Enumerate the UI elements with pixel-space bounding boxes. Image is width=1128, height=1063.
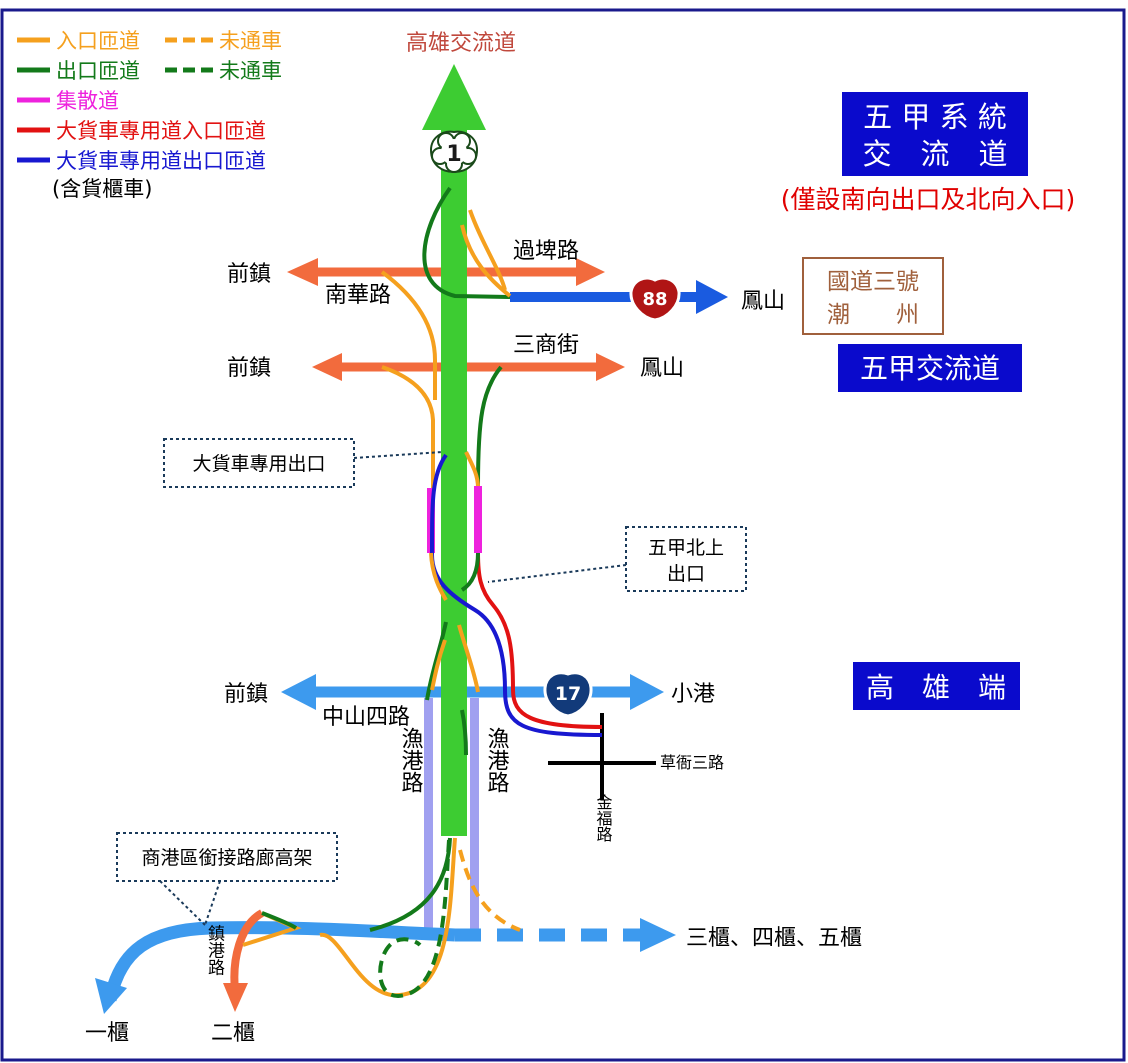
wujia-title-box [838,344,1022,392]
entrance-ramp-right-top [464,451,480,489]
system-title-line1: 五 甲 系 統 [863,100,1007,134]
legend-truck-exit: 大貨車專用道出口匝道 [56,149,266,173]
sanshang-arrow-east [596,353,625,381]
truck-exit-ramp [429,453,603,737]
label-qianzhen-top: 前鎮 [227,262,271,287]
freeway3-line2: 潮 州 [827,302,919,328]
zhengang-arrow [223,983,248,1012]
legend-exit: 出口匝道 [56,59,140,83]
guopi-arrow-east [576,258,605,286]
wujia-north-exit-line2: 出口 [667,563,705,585]
label-zhengang-road: 鎮港路 [204,924,225,975]
legend-truck-note: (含貨櫃車) [52,177,152,201]
exit-ramp-to-route88 [422,186,511,299]
yugang-road-left [424,698,433,930]
zhongshan4-arrow-east [630,674,664,710]
label-qianzhen-bottom: 前鎮 [224,682,268,707]
harbor-viaduct-callout-text: 商港區銜接路廊高架 [141,847,312,869]
harbor-viaduct-callout: 商港區銜接路廊高架 [116,832,338,926]
legend-truck-entrance: 大貨車專用道入口匝道 [56,119,266,143]
entrance-ramp-guopi-1 [468,209,507,291]
freeway3-line1: 國道三號 [827,269,919,295]
yugang-road-right [470,698,479,930]
system-title-box [842,92,1028,176]
label-pier345: 三櫃、四櫃、五櫃 [686,926,862,951]
label-caoya3-road: 草衙三路 [660,753,724,772]
entrance-ramp-zhongshan-east [457,624,480,693]
legend-not-open-exit: 未通車 [219,59,282,83]
shield-17-number: 17 [555,683,581,705]
exit-ramp-sanshang [476,365,503,487]
freeway3-sign: 國道三號 潮 州 [802,257,944,335]
entrance-ramp-zhongshan-west [430,639,447,691]
shield-1-number: 1 [446,142,461,167]
entrance-ramp-left-bottom [429,552,448,602]
label-yugang-road-right: 漁港路 [484,727,510,793]
legend-entrance: 入口匝道 [56,29,140,53]
harbor-viaduct-arrow-pier1 [95,978,127,1014]
kaohsiung-end-title: 高 雄 端 [853,662,1020,710]
label-fengshan-top: 鳳山 [741,289,785,314]
legend: 入口匝道 未通車 出口匝道 未通車 集散道 大貨車專用道入口匝道 大貨車專用道出… [17,29,282,201]
shield-88-number: 88 [642,289,667,310]
system-interchange-title: 五 甲 系 統 交 流 道 (僅設南向出口及北向入口) [781,92,1076,214]
legend-collector: 集散道 [56,89,119,113]
entrance-ramp-harbor-east-dashed [458,849,521,932]
wujia-north-exit-callout: 五甲北上 出口 [487,526,747,592]
entrance-ramp-sanshang [381,365,435,488]
provincial-route-17-shield-icon: 17 [543,671,593,718]
label-sanshang-street: 三商街 [513,333,579,358]
zhongshan4-arrow-west [281,674,316,710]
sanshang-arrow-west [312,353,342,381]
provincial-route-88-shield-icon: 88 [629,276,681,322]
exit-ramp-wujia-north [460,552,480,592]
entrance-ramp-nanhua [380,270,437,400]
label-xiaogang: 小港 [671,682,715,707]
label-jinfu-road: 金福路 [594,794,613,842]
exit-ramp-harbor-loop-dashed [378,839,451,998]
label-qianzhen-middle: 前鎮 [227,356,271,381]
harbor-viaduct-arrow-east [640,918,676,952]
outer-frame [0,8,1126,1062]
label-pier2: 二櫃 [211,1021,255,1046]
label-yugang-road-left: 漁港路 [398,727,424,793]
legend-not-open-entrance: 未通車 [219,29,282,53]
kaohsiung-end-box [853,662,1020,710]
exit-ramp-zhongshan-west [425,621,448,701]
wujia-title: 五甲交流道 [838,344,1022,392]
exit-ramp-lower [460,709,468,756]
label-zhongshan4-road: 中山四路 [322,705,410,730]
truck-entrance-ramp [476,552,603,729]
label-nanhua-road: 南華路 [325,283,391,308]
exit-ramp-zhengang [261,911,298,930]
kaohsiung-end-text: 高 雄 端 [866,671,1006,704]
label-kaohsiung-interchange: 高雄交流道 [406,31,516,56]
route88-arrow [696,280,728,314]
truck-exit-callout-text: 大貨車專用出口 [192,453,325,475]
label-pier1: 一櫃 [85,1021,129,1046]
system-note: (僅設南向出口及北向入口) [781,185,1076,214]
national-freeway-1-shield-icon: 1 [429,130,479,174]
wujia-title-text: 五甲交流道 [860,352,1000,385]
harbor-viaduct-road [103,921,456,1002]
wujia-north-exit-line1: 五甲北上 [648,537,724,559]
freeway3-box [802,257,944,335]
label-guopi-road: 過埤路 [513,239,579,264]
label-fengshan-middle: 鳳山 [640,356,684,381]
mainline-arrow-north [422,64,486,130]
entrance-ramp-guopi-2 [460,224,512,298]
entrance-ramp-harbor-loop [319,837,457,998]
truck-exit-callout: 大貨車專用出口 [163,438,443,488]
zhengang-road [230,909,265,991]
guopi-arrow-west [287,258,318,286]
system-title-line2: 交 流 道 [862,137,1007,171]
